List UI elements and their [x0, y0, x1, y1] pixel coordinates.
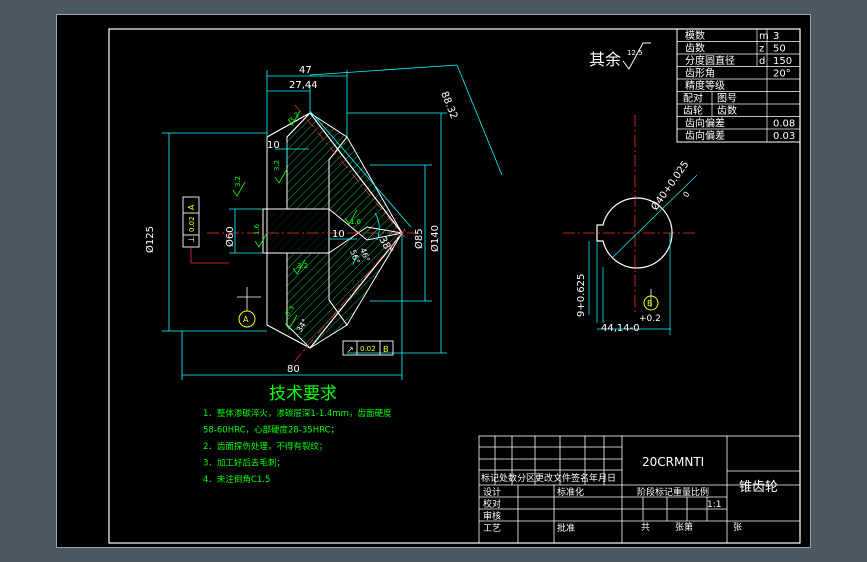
- dim-keyway-44: 44,14-0: [601, 323, 640, 334]
- gear-table-symbol: d: [759, 56, 765, 67]
- gear-table-name: 配对: [683, 92, 703, 105]
- label-design: 设计: [483, 486, 501, 498]
- gear-table-value: 0.03: [773, 131, 795, 142]
- dim-125: Ø125: [144, 226, 156, 253]
- gear-table-name: 精度等级: [685, 79, 725, 92]
- label-process: 工艺: [483, 523, 501, 534]
- label-total: 共: [641, 522, 650, 533]
- dim-keyway-plus: +0.2: [639, 314, 661, 324]
- dim-10-mid: 10: [332, 229, 345, 240]
- tech-item: 58-60HRC，心部硬度28-35HRC；: [203, 425, 339, 436]
- datum-b: B: [647, 299, 653, 308]
- side-view: Ø40+0.025 0 9+0.625 44,14-0 +0.2 B: [563, 115, 698, 335]
- gear-table-name: 齿向偏差: [685, 117, 725, 130]
- gear-table-name: 齿数: [685, 42, 705, 55]
- svg-text:A: A: [243, 315, 249, 324]
- roughness-5: 1.6: [350, 218, 362, 226]
- datum-a: A: [237, 287, 261, 328]
- rest-value: 12.5: [627, 49, 643, 57]
- label-sheets: 张第: [675, 521, 693, 533]
- label-review: 审核: [483, 510, 501, 522]
- rest-roughness: 其余 12.5: [589, 42, 651, 70]
- tolerance-frame-1: ⊥ 0.02 A: [182, 196, 229, 264]
- gear-table-symbol: 齿数: [717, 104, 737, 117]
- label-stage: 阶段标记重量比例: [637, 486, 709, 498]
- inner-frame: [108, 28, 801, 544]
- title-block: [478, 435, 801, 544]
- gear-table-symbol: m: [759, 31, 769, 42]
- tol1-value: 0.02: [188, 216, 196, 232]
- gear-table-name: 齿形角: [685, 68, 715, 80]
- rest-label: 其余: [589, 50, 621, 69]
- gear-table-value: 50: [773, 44, 786, 55]
- revision-header: 标记处数分区更改文件签名年月日: [481, 472, 616, 484]
- gear-table: [676, 28, 801, 143]
- tech-item: 2．齿面探伤处理，不得有裂纹；: [203, 441, 327, 452]
- dim-bore-40: Ø40+0.025: [649, 159, 692, 213]
- dim-keyway-9: 9+0.625: [576, 274, 587, 317]
- roughness-4: 3.2: [297, 262, 308, 270]
- tolerance-frame-2: ↗ 0.02 B: [342, 340, 394, 356]
- tol2-value: 0.02: [360, 345, 376, 353]
- tol2-ref: B: [383, 345, 389, 354]
- roughness-2: 3.2: [273, 160, 281, 171]
- dim-140: Ø140: [429, 225, 441, 252]
- gear-table-value: 20°: [773, 69, 791, 80]
- material: 20CRMNTI: [642, 455, 704, 469]
- label-approve: 批准: [557, 522, 575, 534]
- roughness-3: 1.6: [253, 223, 261, 235]
- dim-80: 80: [287, 364, 300, 375]
- tech-item: 3．加工好后去毛刺；: [203, 458, 285, 469]
- dim-10-top: 10: [267, 140, 280, 151]
- tech-item: 4．未注倒角C1.5: [203, 474, 270, 485]
- dim-47: 47: [299, 65, 312, 76]
- tol1-symbol: ⊥: [187, 236, 196, 243]
- tol1-ref: A: [187, 204, 196, 210]
- tech-title: 技术要求: [269, 384, 337, 404]
- dimension-lines: [162, 64, 503, 380]
- label-check: 校对: [483, 498, 501, 510]
- roughness-1: 3.2: [234, 176, 242, 187]
- dim-bore-40-lower: 0: [681, 190, 691, 199]
- tech-item: 1．整体渗碳淬火，渗碳层深1-1.4mm，齿面硬度: [203, 408, 392, 419]
- cad-drawing: 47 27,44 88.32 10 10 Ø125 Ø60 Ø85 Ø140 8…: [108, 28, 801, 544]
- dim-27-44: 27,44: [289, 80, 318, 91]
- label-standard: 标准化: [557, 486, 584, 498]
- gear-table-value: 3: [773, 31, 779, 42]
- label-sheet: 张: [733, 522, 742, 533]
- gear-table-name: 齿轮: [683, 104, 703, 117]
- tol2-symbol: ↗: [347, 345, 354, 354]
- gear-table-value: 150: [773, 56, 792, 67]
- scale: 1:1: [707, 500, 721, 510]
- gear-table-name: 齿向偏差: [685, 129, 725, 142]
- section-view: [207, 104, 422, 362]
- dim-85: Ø85: [413, 228, 425, 249]
- gear-table-symbol: 图号: [717, 93, 737, 105]
- gear-table-name: 分度圆直径: [685, 54, 735, 67]
- gear-table-symbol: z: [759, 44, 764, 55]
- dim-60: Ø60: [224, 226, 236, 247]
- technical-requirements: 技术要求 1．整体渗碳淬火，渗碳层深1-1.4mm，齿面硬度 58-60HRC，心…: [203, 384, 392, 485]
- part-name: 锥齿轮: [739, 480, 778, 495]
- gear-table-value: 0.08: [773, 119, 795, 130]
- drawing-sheet: 47 27,44 88.32 10 10 Ø125 Ø60 Ø85 Ø140 8…: [56, 14, 811, 548]
- gear-table-name: 模数: [685, 29, 705, 42]
